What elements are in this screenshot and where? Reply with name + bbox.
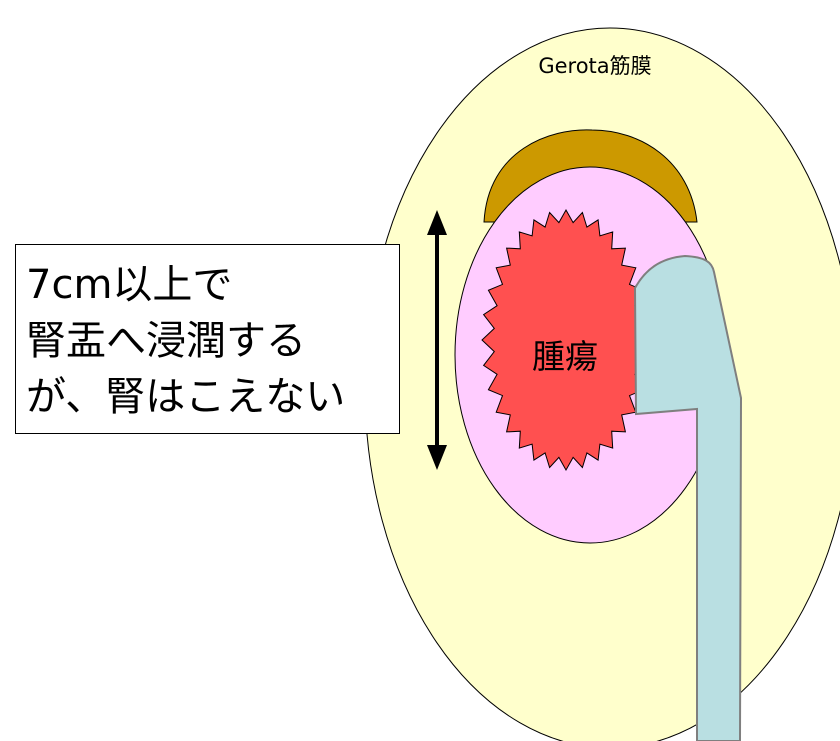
- size-arrow-head-top: [427, 210, 447, 235]
- tumor: [481, 208, 651, 472]
- stage-note-line: 7cm以上で: [26, 262, 233, 308]
- size-arrow-head-bottom: [427, 445, 447, 470]
- stage-note-box: 7cm以上で 腎盂へ浸潤する が、腎はこえない: [15, 244, 400, 434]
- stage-note-line: が、腎はこえない: [26, 374, 346, 420]
- tumor-label: 腫瘍: [532, 337, 598, 376]
- renal-pelvis-ureter: [633, 254, 743, 741]
- gerota-fascia-label: Gerota筋膜: [538, 54, 652, 78]
- stage-note-line: 腎盂へ浸潤する: [26, 318, 306, 364]
